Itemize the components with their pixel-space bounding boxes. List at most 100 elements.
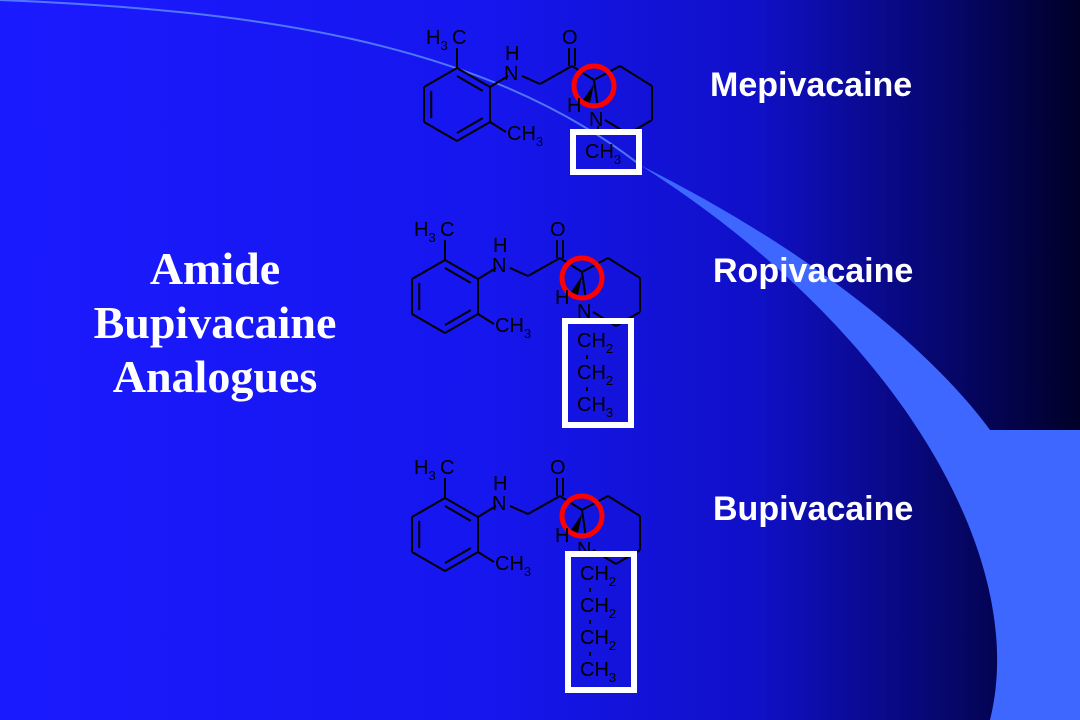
label-h3c-h-subscript: 3 [428,230,435,245]
label-h3c-h-main: H [414,457,428,479]
benzene-bond [423,67,458,88]
label-carbonyl-o: O [550,219,566,241]
swoosh-shape [640,165,1080,720]
label-nh-h: H [493,473,507,495]
label-chiral-h: H [555,287,569,309]
stereo-wedge [571,276,582,295]
label-h3c-c-main: C [440,219,454,241]
chain-bond [509,267,529,277]
chain-bond [527,495,561,515]
label-chiral-h: H [555,525,569,547]
benzene-double-bond [444,505,472,522]
chain-group-1-main: CH [577,330,606,352]
chain-group-1: CH3 [585,141,621,167]
chain-group-2-subscript: 2 [606,373,613,388]
slide-title: Amide Bupivacaine Analogues [40,242,390,404]
chain-group-3-main: CH [577,394,606,416]
label-ring-methyl-subscript: 3 [524,564,531,579]
chain-group-1-subscript: 2 [606,341,613,356]
label-ring-n-main: N [577,539,591,561]
benzene-double-bond [444,267,472,284]
chain-group-4-main: CH [580,659,609,681]
label-nh-n: N [492,493,506,515]
nh-bond [489,75,509,88]
label-ring-methyl: CH3 [495,553,531,579]
label-ring-n: N [577,301,591,323]
alkyl-chain-box [562,318,634,428]
piperidine-bond [619,65,653,87]
title-line-1: Amide [149,243,281,294]
benzene-bond [456,121,491,142]
label-ring-n-main: N [577,301,591,323]
chain-group-3-subscript: 3 [606,405,613,420]
label-ring-n-main: N [589,109,603,131]
chain-group-1: CH2 [577,330,613,356]
label-chiral-h-main: H [567,95,581,117]
label-carbonyl-o-main: O [562,27,578,49]
chain-bond [509,505,529,515]
label-nh-n: N [504,63,518,85]
chain-group-2: CH2 [577,362,613,388]
methyl-bond-2 [489,121,507,133]
label-ring-n: N [577,539,591,561]
chain-group-3-main: CH [580,627,609,649]
benzene-double-bond [444,547,472,564]
chiral-center-circle [559,493,605,539]
chain-group-4-subscript: 3 [609,670,616,685]
chain-bond [559,495,583,511]
label-h3c-h-main: H [414,219,428,241]
chain-bond [521,75,541,85]
stereo-wedge [571,514,582,533]
chain-group-1-main: CH [580,563,609,585]
nh-bond [477,505,497,518]
benzene-bond [423,121,458,142]
benzene-bond [444,551,479,572]
label-ring-methyl: CH3 [507,123,543,149]
piperidine-bond [607,257,641,279]
chain-group-2-main: CH [577,362,606,384]
chain-group-3: CH3 [577,394,613,420]
label-nh-n-main: N [492,255,506,277]
chain-group-3-subscript: 2 [609,638,616,653]
chain-bond [527,257,561,277]
benzene-double-bond [456,117,484,134]
benzene-double-bond [444,309,472,326]
label-nh-h: H [505,43,519,65]
chain-bond [571,65,595,81]
label-h3c-h: H3 [414,457,436,483]
nh-bond [477,267,497,280]
chain-group-4: CH3 [580,659,616,685]
label-h3c-h-subscript: 3 [428,468,435,483]
chain-bond [539,65,573,85]
label-h3c-c: C [440,457,454,479]
label-h3c-h: H3 [426,27,448,53]
swoosh-line [0,0,641,166]
benzene-bond [444,259,479,280]
label-chiral-h-main: H [555,525,569,547]
chain-group-1-main: CH [585,141,614,163]
drug-name-mepivacaine: Mepivacaine [710,66,913,104]
label-ring-methyl-subscript: 3 [536,134,543,149]
chain-group-2-main: CH [580,595,609,617]
label-nh-n: N [492,255,506,277]
benzene-bond [456,67,491,88]
label-nh-n-main: N [492,493,506,515]
label-h3c-h-main: H [426,27,440,49]
benzene-bond [411,551,446,572]
label-chiral-h-main: H [555,287,569,309]
chain-group-1: CH2 [580,563,616,589]
alkyl-chain-box [565,551,637,693]
title-line-2: Bupivacaine [93,297,337,348]
label-h3c-c-main: C [452,27,466,49]
methyl-bond-2 [477,551,495,563]
label-h3c-c-main: C [440,457,454,479]
benzene-bond [444,313,479,334]
methyl-bond-2 [477,313,495,325]
benzene-bond [444,497,479,518]
alkyl-chain-box [570,129,642,175]
